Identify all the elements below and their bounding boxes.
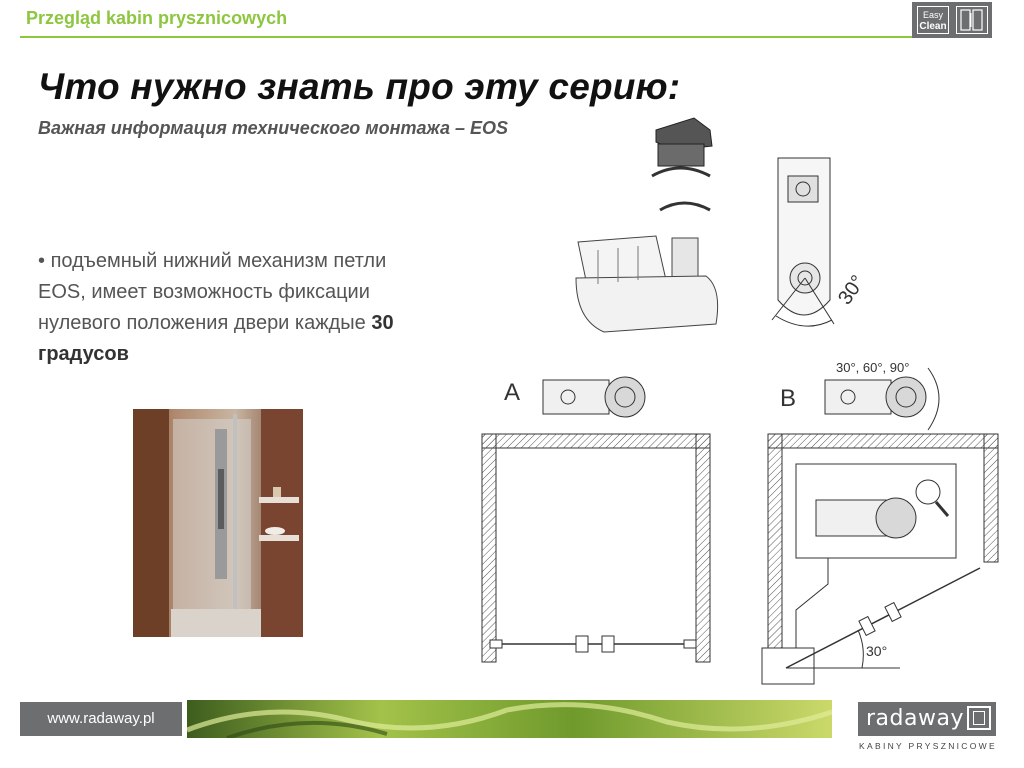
hinge-mechanism-drawing — [575, 117, 719, 333]
easy-clean-label: Easy Clean — [917, 6, 949, 34]
shower-door-icon — [956, 6, 988, 34]
bullet-marker: • — [38, 250, 46, 272]
logo-door-icon — [967, 706, 991, 730]
enclosure-b-plan — [761, 433, 999, 685]
angles-label: 30°, 60°, 90° — [836, 360, 909, 375]
leaves-banner — [187, 700, 832, 738]
slide-title: Что нужно знать про эту серию: — [38, 66, 681, 107]
header-title: Przegląd kabin prysznicowych — [26, 8, 288, 28]
label-b: B — [780, 385, 796, 412]
website-link[interactable]: www.radaway.pl — [20, 702, 182, 736]
radaway-logo: radaway — [858, 702, 996, 736]
hinge-plate-drawing — [771, 157, 835, 327]
angle-label: 30° — [834, 271, 869, 308]
brand-tagline: KABINY PRYSZNICOWE — [859, 741, 997, 751]
enclosure-a-plan — [481, 433, 711, 663]
header-divider — [20, 36, 992, 38]
badge-line2: Clean — [919, 21, 947, 32]
easy-clean-badge: Easy Clean — [912, 2, 992, 38]
bullet-body: подъемный нижний механизм петли EOS, име… — [38, 250, 387, 334]
slide-subtitle: Важная информация технического монтажа –… — [38, 118, 508, 138]
bottom-angle-label: 30° — [866, 643, 887, 659]
label-a: A — [504, 379, 520, 406]
bullet-bold: 30 градусов — [38, 312, 394, 365]
hinge-b-drawing — [824, 367, 940, 431]
bullet-text: • подъемный нижний механизм петли EOS, и… — [38, 246, 418, 370]
eos-technical-drawings: 30° A B 30°, 60°, 90° — [481, 117, 999, 685]
brand-wordmark: radaway — [866, 706, 964, 731]
badge-line1: Easy — [922, 10, 943, 20]
shower-photo — [133, 409, 303, 637]
hinge-a-drawing — [542, 376, 646, 418]
